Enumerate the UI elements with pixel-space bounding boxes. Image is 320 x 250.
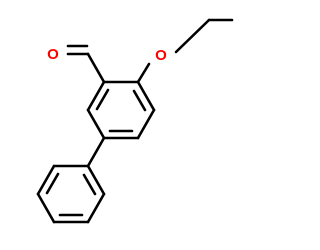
bond-ph-inner-1 bbox=[45, 172, 60, 195]
bond-ring-c2-c3 bbox=[86, 80, 106, 112]
molecule-drawing: O O bbox=[36, 18, 234, 224]
bond-ph-c5-c6 bbox=[86, 192, 106, 224]
bond-ring-inner-3 bbox=[132, 89, 147, 112]
bond-o-ring bbox=[136, 62, 151, 84]
bond-ring-c3-c4 bbox=[86, 108, 106, 140]
bond-ring-inner-1 bbox=[95, 88, 110, 111]
structure-diagram: O O bbox=[36, 18, 234, 224]
bond-ring-phenyl bbox=[86, 136, 106, 168]
bond-ph-c3-c4 bbox=[36, 192, 56, 224]
oxygen-ether-label: O bbox=[155, 47, 167, 64]
bond-ring-c5-c6 bbox=[136, 108, 156, 140]
bond-ring-c6-c1 bbox=[136, 80, 156, 112]
oxygen-aldehyde-label: O bbox=[47, 46, 59, 63]
bond-ph-c2-c3 bbox=[36, 164, 56, 196]
bond-ring-cho bbox=[86, 52, 106, 84]
bond-ph-c6-c1 bbox=[86, 164, 106, 196]
bond-ph-inner-3 bbox=[82, 173, 97, 196]
bond-ethyl-ch2-o bbox=[174, 18, 211, 54]
